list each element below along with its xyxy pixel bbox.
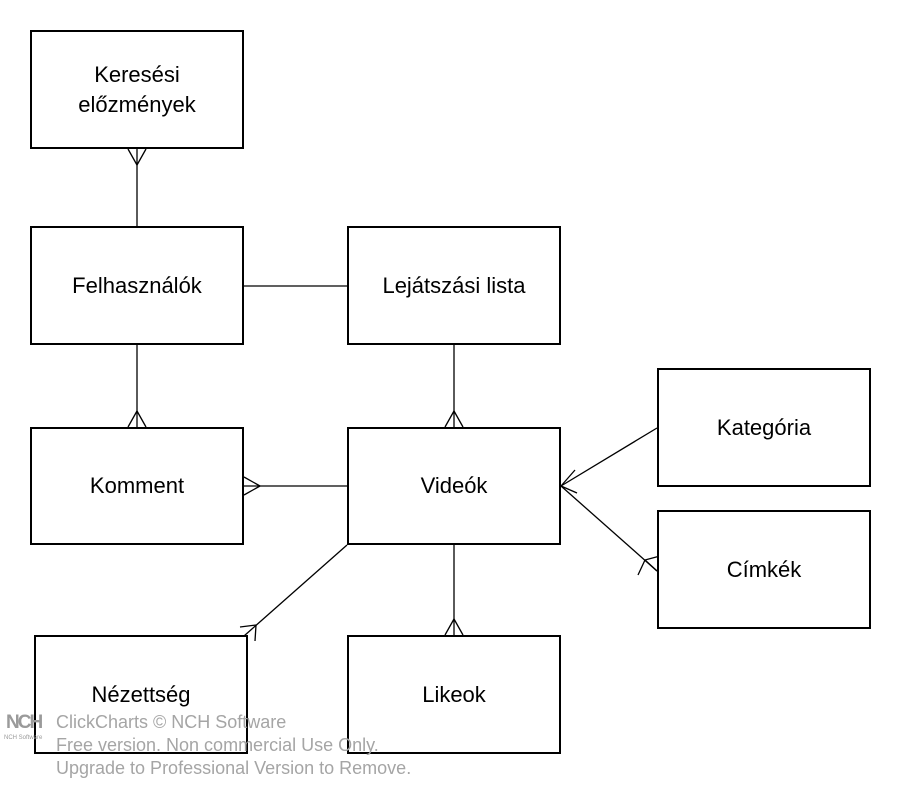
nch-logo-text: NCH [6,712,43,733]
entity-label: Komment [89,473,185,498]
entity-nezettseg[interactable]: Nézettség [34,635,248,754]
edge-lejatszasi-videok [444,345,464,428]
watermark: NCH NCH Software ClickCharts © NCH Softw… [4,712,474,782]
entity-komment[interactable]: Komment [30,427,244,545]
entity-label: Lejátszási lista [382,272,526,298]
entity-label: Nézettség [91,681,191,707]
entity-videok[interactable]: Videók [347,427,561,545]
entity-keresesi-elozmenyek[interactable]: Keresési előzmények [30,30,244,149]
edge-felhasznalok-kereses [127,148,147,226]
entity-cimkek[interactable]: Címkék [657,510,871,629]
edge-videok-likeok [444,545,464,636]
entity-label: Likeok [422,681,486,707]
edge-felhasznalok-komment [127,345,147,428]
entity-label: Felhasználók [72,272,202,298]
entity-lejatszasi-lista[interactable]: Lejátszási lista [347,226,561,345]
edge-videok-nezettseg [239,544,348,642]
watermark-line-3: Upgrade to Professional Version to Remov… [56,758,412,778]
entity-label: Kategória [716,414,812,440]
entity-kategoria[interactable]: Kategória [657,368,871,487]
watermark-line-2: Free version. Non commercial Use Only. [56,735,379,755]
entity-label: Keresési előzmények [78,61,196,117]
nch-logo-icon: NCH NCH Software [4,712,54,752]
watermark-line-1: ClickCharts © NCH Software [56,712,287,732]
edge-videok-cimkek [560,485,661,576]
entity-felhasznalok[interactable]: Felhasználók [30,226,244,345]
edge-videok-komment [243,476,347,496]
edge-videok-kategoria [560,427,658,494]
nch-logo-subtext: NCH Software [4,735,43,741]
entity-likeok[interactable]: Likeok [347,635,561,754]
entity-label: Címkék [726,556,802,582]
entity-label: Videók [420,473,488,498]
